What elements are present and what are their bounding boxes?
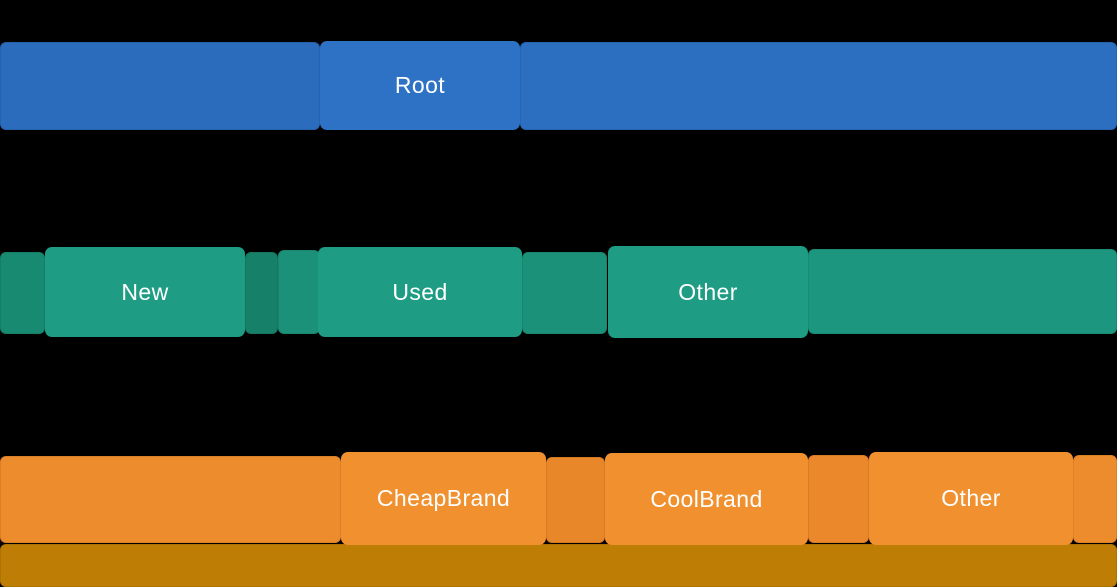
node-label: CoolBrand bbox=[650, 485, 763, 512]
node-new-depth1[interactable]: New bbox=[45, 247, 245, 337]
node-label: Used bbox=[392, 278, 448, 305]
node-label: CheapBrand bbox=[376, 485, 511, 511]
icicle-segment-depth2[interactable] bbox=[546, 457, 605, 543]
icicle-segment-depth1[interactable] bbox=[0, 252, 45, 334]
node-other-depth1[interactable]: Other bbox=[608, 246, 808, 338]
icicle-segment-depth0[interactable] bbox=[520, 42, 1117, 130]
node-root-depth0[interactable]: Root bbox=[320, 41, 520, 130]
node-label: New bbox=[121, 278, 169, 305]
node-label: Root bbox=[394, 72, 446, 98]
node-cheapbrand-depth2[interactable]: CheapBrand bbox=[341, 452, 546, 545]
icicle-segment-depth1[interactable] bbox=[245, 252, 278, 334]
node-other-depth2[interactable]: Other bbox=[869, 452, 1073, 545]
icicle-segment-depth2[interactable] bbox=[808, 455, 869, 543]
icicle-segment-depth2[interactable] bbox=[0, 456, 341, 543]
icicle-segment-depth3[interactable] bbox=[0, 544, 1117, 587]
icicle-segment-depth1[interactable] bbox=[278, 250, 320, 334]
icicle-segment-depth1[interactable] bbox=[808, 249, 1117, 334]
node-used-depth1[interactable]: Used bbox=[318, 247, 522, 337]
icicle-segment-depth1[interactable] bbox=[522, 252, 607, 334]
icicle-segment-depth0[interactable] bbox=[0, 42, 320, 130]
node-coolbrand-depth2[interactable]: CoolBrand bbox=[605, 453, 808, 545]
icicle-segment-depth2[interactable] bbox=[1073, 455, 1117, 543]
node-label: Other bbox=[941, 485, 1001, 511]
node-label: Other bbox=[678, 278, 738, 305]
